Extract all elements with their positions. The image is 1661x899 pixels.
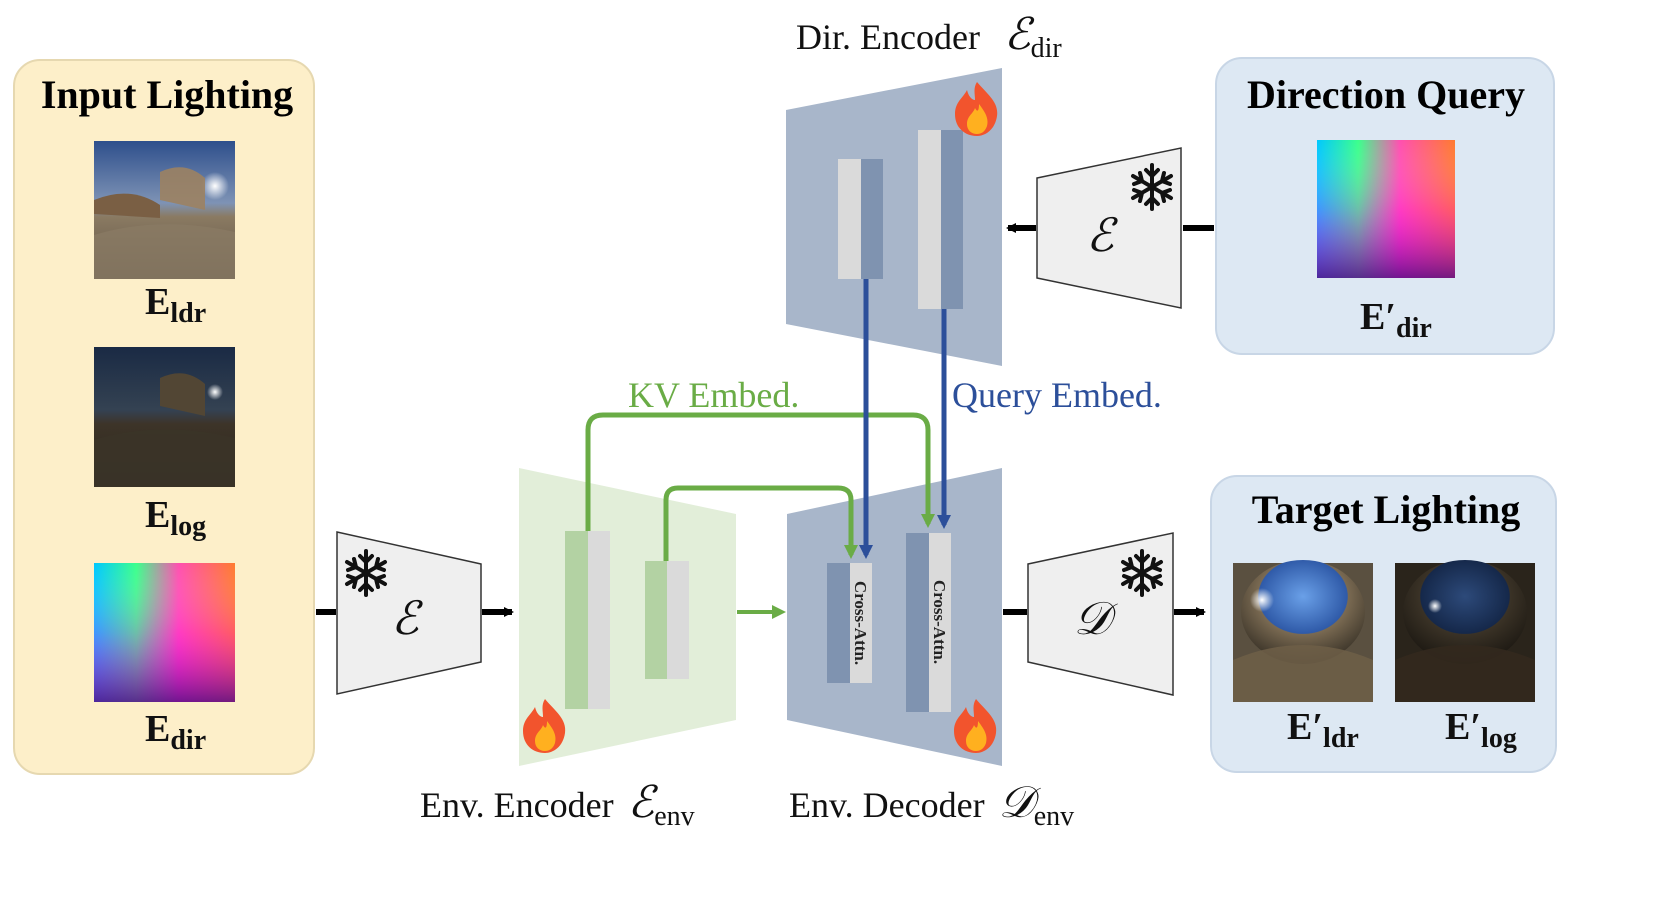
direction-query-image bbox=[1317, 140, 1455, 278]
input-dir-image bbox=[94, 563, 235, 702]
kv-embed-label: KV Embed. bbox=[628, 375, 799, 415]
env-encoder-layer bbox=[645, 561, 667, 679]
cross-attn-label: Cross-Attn. bbox=[930, 580, 949, 664]
vae-encoder-symbol: ℰ bbox=[1086, 208, 1118, 262]
vae-encoder-bottom: ℰ bbox=[336, 531, 482, 695]
dir-encoder-layer bbox=[918, 130, 941, 309]
input-lighting-panel: Input Lighting Eldr Elog Edir bbox=[13, 59, 315, 775]
decoder-layer bbox=[827, 563, 850, 683]
vae-decoder: 𝒟 bbox=[1027, 532, 1174, 696]
input-dir-label: Edir bbox=[145, 708, 206, 756]
dir-encoder-block bbox=[786, 68, 1002, 366]
input-lighting-title: Input Lighting bbox=[41, 72, 293, 117]
env-encoder-layer bbox=[565, 531, 588, 709]
decoder-layer bbox=[906, 533, 929, 712]
vae-encoder-top: ℰ bbox=[1036, 147, 1182, 309]
input-ldr-label: Eldr bbox=[145, 281, 206, 329]
target-lighting-panel: Target Lighting E′ldr E′log bbox=[1210, 475, 1557, 773]
target-ldr-label: E′ldr bbox=[1287, 706, 1359, 754]
input-log-label: Elog bbox=[145, 494, 206, 542]
input-ldr-image bbox=[94, 141, 235, 279]
env-encoder-layer bbox=[667, 561, 689, 679]
direction-query-title: Direction Query bbox=[1247, 72, 1525, 117]
query-embed-label: Query Embed. bbox=[952, 375, 1162, 415]
query-embed-connections bbox=[859, 279, 951, 559]
target-lighting-title: Target Lighting bbox=[1252, 487, 1521, 532]
env-decoder-block: Cross-Attn. Cross-Attn. bbox=[787, 468, 1002, 766]
dir-encoder-layer bbox=[838, 159, 861, 279]
direction-query-label: E′dir bbox=[1360, 296, 1432, 344]
vae-encoder-symbol: ℰ bbox=[391, 591, 423, 645]
target-log-image bbox=[1395, 560, 1535, 702]
direction-query-panel: Direction Query E′dir bbox=[1215, 57, 1555, 355]
kv-embed-connections bbox=[585, 412, 935, 561]
target-ldr-image bbox=[1233, 560, 1373, 702]
dir-encoder-layer bbox=[861, 159, 883, 279]
env-encoder-block bbox=[519, 468, 736, 766]
env-encoder-layer bbox=[588, 531, 610, 709]
cross-attn-label: Cross-Attn. bbox=[851, 581, 870, 665]
cross-attn-block bbox=[929, 533, 951, 712]
dir-encoder-layer bbox=[941, 130, 963, 309]
cross-attn-block bbox=[850, 563, 872, 683]
target-log-label: E′log bbox=[1445, 706, 1517, 754]
input-log-image bbox=[94, 347, 235, 487]
